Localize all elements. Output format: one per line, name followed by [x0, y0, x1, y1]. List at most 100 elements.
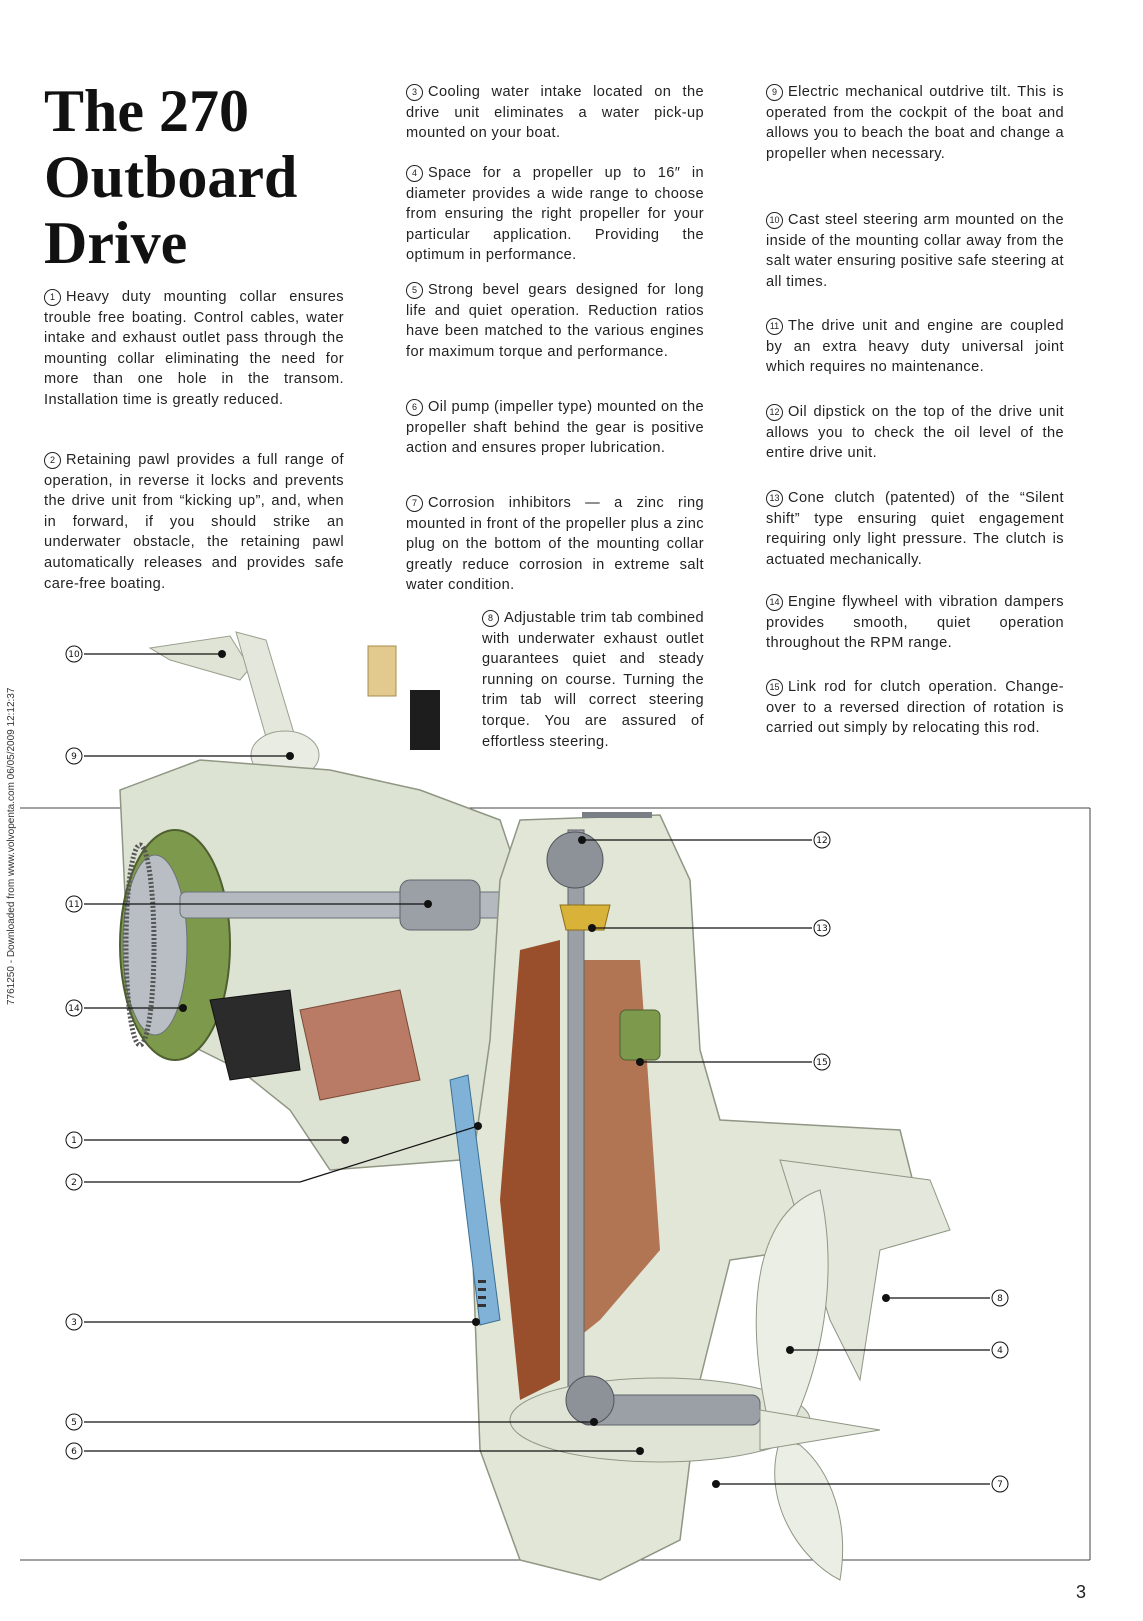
callout-number: 2	[44, 452, 61, 469]
exhaust-bellows	[299, 989, 421, 1101]
svg-text:7: 7	[997, 1480, 1003, 1490]
callout-leaders	[84, 650, 990, 1488]
svg-text:6: 6	[71, 1447, 77, 1457]
callout-number: 12	[766, 404, 783, 421]
svg-text:4: 4	[997, 1346, 1003, 1356]
svg-text:14: 14	[68, 1004, 80, 1014]
callout-badge-2: 2	[65, 1173, 83, 1191]
page-number: 3	[1076, 1582, 1087, 1602]
feature-text: Strong bevel gears designed for long lif…	[406, 282, 704, 360]
callout-badge-9: 9	[65, 747, 83, 765]
callout-badge-10: 10	[65, 645, 83, 663]
callout-badge-13: 13	[813, 919, 831, 937]
feature-text: Retaining pawl provides a full range of …	[44, 452, 344, 592]
download-watermark: 7761250 - Downloaded from www.volvopenta…	[6, 625, 20, 1005]
propeller-hub	[759, 1409, 881, 1451]
callout-badge-1: 1	[65, 1131, 83, 1149]
callout-badge-3: 3	[65, 1313, 83, 1331]
feature-text: The drive unit and engine are coupled by…	[766, 318, 1064, 376]
universal-joint-shaft	[179, 891, 541, 919]
water-intake-slots	[478, 1280, 486, 1307]
propeller-blade-upper	[755, 1189, 829, 1431]
page-title: The 270 Outboard Drive	[44, 78, 298, 276]
oil-passage	[500, 940, 560, 1400]
svg-text:8: 8	[997, 1294, 1003, 1304]
callout-badge-12: 12	[813, 831, 831, 849]
svg-text:3: 3	[71, 1318, 77, 1328]
lower-bevel-gear	[565, 1375, 615, 1425]
callout-badge-7: 7	[991, 1475, 1009, 1493]
feature-text: Heavy duty mounting collar ensures troub…	[44, 289, 344, 408]
svg-text:5: 5	[71, 1418, 77, 1428]
flywheel-damper	[122, 854, 188, 1036]
callout-badge-15: 15	[813, 1053, 831, 1071]
feature-text: Space for a propeller up to 16″ in diame…	[406, 165, 704, 264]
callout-number: 8	[482, 610, 499, 627]
callout-number: 11	[766, 318, 783, 335]
tilt-motor-black-cover	[410, 690, 440, 750]
tilt-motor-brush	[367, 645, 397, 697]
propeller-blade-lower	[774, 1439, 844, 1581]
clutch-link-rod	[619, 1009, 661, 1061]
feature-text: Oil pump (impeller type) mounted on the …	[406, 399, 704, 457]
callout-badge-8: 8	[991, 1289, 1009, 1307]
callout-badge-4: 4	[991, 1341, 1009, 1359]
svg-text:10: 10	[68, 650, 80, 660]
svg-text:15: 15	[816, 1058, 827, 1068]
callout-number: 15	[766, 679, 783, 696]
control-cable-boot	[209, 989, 301, 1081]
callout-badge-11: 11	[65, 895, 83, 913]
svg-text:13: 13	[816, 924, 827, 934]
feature-text: Oil dipstick on the top of the drive uni…	[766, 404, 1064, 462]
svg-text:1: 1	[71, 1136, 77, 1146]
callout-number: 5	[406, 282, 423, 299]
feature-text: Electric mechanical outdrive tilt. This …	[766, 84, 1064, 162]
feature-text: Cast steel steering arm mounted on the i…	[766, 212, 1064, 290]
callout-number: 4	[406, 165, 423, 182]
callout-badge-14: 14	[65, 999, 83, 1017]
callout-number: 6	[406, 399, 423, 416]
svg-text:12: 12	[816, 836, 827, 846]
callout-number: 10	[766, 212, 783, 229]
cooling-water-passage	[449, 1074, 501, 1326]
callout-number: 3	[406, 84, 423, 101]
callout-number: 14	[766, 594, 783, 611]
flywheel-ring-gear	[123, 842, 157, 1048]
svg-text:2: 2	[71, 1178, 77, 1188]
callout-number: 13	[766, 490, 783, 507]
svg-text:11: 11	[68, 900, 79, 910]
callout-badge-6: 6	[65, 1442, 83, 1460]
steering-arm	[148, 635, 251, 681]
universal-joint	[399, 879, 481, 931]
cone-clutch	[559, 904, 611, 931]
callout-number: 1	[44, 289, 61, 306]
feature-text: Engine flywheel with vibration dampers p…	[766, 594, 1064, 652]
feature-text: Cone clutch (patented) of the “Silent sh…	[766, 490, 1064, 568]
feature-text: Cooling water intake located on the driv…	[406, 84, 704, 142]
callout-number: 9	[766, 84, 783, 101]
feature-text: Link rod for clutch operation. Change-ov…	[766, 679, 1064, 737]
oil-dipstick	[582, 812, 652, 818]
feature-text: Corrosion inhibitors — a zinc ring mount…	[406, 495, 704, 594]
watermark-text: 7761250 - Downloaded from www.volvopenta…	[6, 687, 17, 1005]
callout-number: 7	[406, 495, 423, 512]
feature-text: Adjustable trim tab combined with underw…	[482, 610, 704, 750]
upper-bevel-gear	[546, 831, 604, 889]
svg-text:9: 9	[71, 752, 77, 762]
